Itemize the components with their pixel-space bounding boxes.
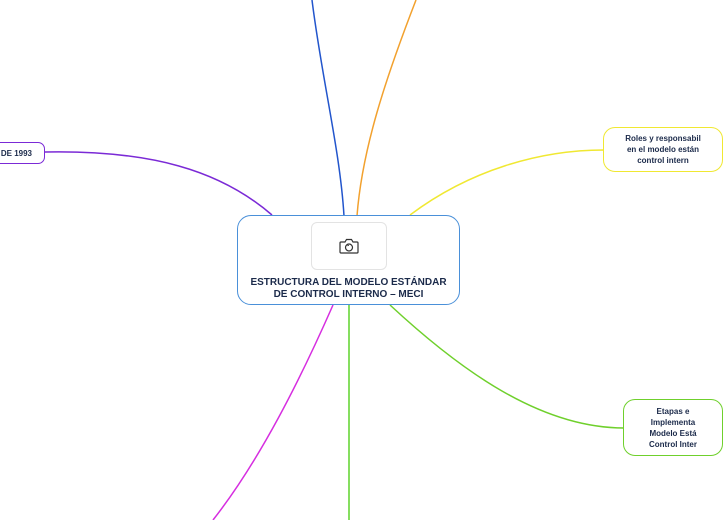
topic-etapas-implementacion[interactable]: Etapas e Implementa Modelo Está Control …: [623, 399, 723, 456]
topic-roles-responsabilidades[interactable]: Roles y responsabil en el modelo están c…: [603, 127, 723, 172]
topic-roles-label: Roles y responsabil en el modelo están c…: [625, 134, 701, 165]
central-topic-title: ESTRUCTURA DEL MODELO ESTÁNDAR DE CONTRO…: [250, 277, 447, 300]
central-topic[interactable]: ESTRUCTURA DEL MODELO ESTÁNDAR DE CONTRO…: [237, 215, 460, 305]
connector-yellow-roles: [409, 149, 605, 216]
image-placeholder[interactable]: [310, 222, 387, 270]
camera-icon: [338, 238, 359, 254]
topic-ley-label: DE 1993: [0, 148, 32, 158]
connector-orange-top: [356, 0, 417, 217]
connector-magenta-bottom: [212, 304, 334, 520]
connector-blue-top: [311, 0, 345, 217]
connector-lines: [44, 0, 625, 520]
connector-purple-ley: [44, 151, 273, 216]
topic-etapas-label: Etapas e Implementa Modelo Está Control …: [649, 406, 697, 449]
connector-green-etapas: [389, 304, 625, 429]
topic-ley-1993[interactable]: DE 1993: [0, 142, 45, 164]
